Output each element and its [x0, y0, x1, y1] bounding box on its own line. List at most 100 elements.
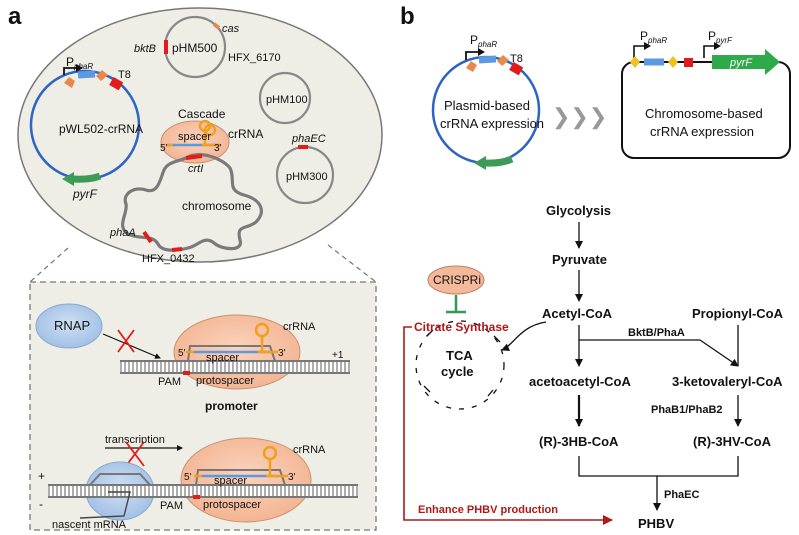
plasmid-promoter-p: P	[66, 55, 74, 69]
bktb-phaa: BktB/PhaA	[628, 327, 685, 339]
bottom-protospacer: protospacer	[203, 499, 261, 511]
panel-a-label: a	[8, 3, 22, 30]
b-t8: T8	[510, 53, 523, 65]
rnap-label: RNAP	[54, 318, 90, 333]
tca-label-2: cycle	[441, 364, 474, 379]
pyrf-label: pyrF	[72, 187, 98, 201]
tca-label-1: TCA	[446, 348, 473, 363]
plasmid-phm500: pHM500 bktB cas HFX_6170	[134, 15, 281, 79]
enhance-label: Enhance PHBV production	[418, 504, 558, 516]
cascade-small: Cascade spacer 5' 3' crRNA	[160, 107, 263, 164]
chr-p2-sub: pyrF	[715, 36, 733, 45]
cascade-title: Cascade	[178, 107, 226, 121]
gene-phaec: phaEC	[291, 133, 326, 145]
rbs-diamond-2	[96, 70, 108, 81]
chr-p2: P	[708, 29, 716, 43]
nascent-mrna-strand	[79, 491, 131, 519]
b-plasmid-p: P	[470, 33, 478, 47]
plasmid-phm100: pHM100	[258, 71, 312, 125]
rbs-diamond	[64, 77, 75, 88]
top-crrna: crRNA	[283, 321, 316, 333]
strand-plus: +	[38, 469, 45, 483]
pyruvate: Pyruvate	[552, 252, 607, 267]
t8-label: T8	[118, 69, 131, 81]
gene-phaa: phaA	[109, 227, 136, 239]
zoom-line-right	[327, 244, 377, 283]
plasmid-based-expression: P phaR T8 Plasmid-based crRNA expression	[431, 33, 544, 170]
hb-coa: (R)-3HB-CoA	[539, 434, 619, 449]
tca-cycle-ring	[415, 320, 505, 410]
cascade-crrna: crRNA	[228, 127, 263, 141]
enhance-arrow	[403, 326, 613, 525]
cascade-spacer: spacer	[178, 131, 211, 143]
cascade-large-bottom	[180, 437, 312, 523]
b-plasmid-p-sub: phaR	[477, 40, 497, 49]
metabolic-pathway: Glycolysis Pyruvate Acetyl-CoA Propionyl…	[403, 203, 784, 531]
propionyl-coa: Propionyl-CoA	[692, 306, 784, 321]
cascade-3: 3'	[214, 143, 222, 154]
nascent-mrna-label: nascent mRNA	[52, 519, 127, 531]
chr-p1-sub: phaR	[647, 36, 667, 45]
panel-b-label: b	[400, 3, 415, 30]
terminator-t8	[109, 77, 124, 91]
bottom-5: 5'	[184, 472, 192, 483]
bottom-crrna: crRNA	[293, 444, 326, 456]
citrate-synthase: Citrate Synthase	[414, 320, 509, 334]
gene-bktb: bktB	[134, 43, 156, 55]
plasmid-line2: crRNA expression	[440, 116, 544, 131]
pyrf-gene	[71, 172, 102, 183]
cascade-5: 5'	[160, 143, 168, 154]
gene-crti: crtI	[188, 163, 203, 175]
acetoacetyl-coa: acetoacetyl-CoA	[529, 374, 631, 389]
transition-arrows: ❯❯❯	[552, 104, 607, 130]
block-cross	[117, 329, 135, 353]
crispri-ellipse	[427, 265, 485, 295]
chr-pyrf: pyrF	[729, 57, 753, 69]
phaec: PhaEC	[664, 489, 700, 501]
pwl502-label: pWL502-crRNA	[59, 122, 143, 136]
zoom-line-left	[29, 247, 69, 283]
phm300-label: pHM300	[286, 171, 328, 183]
plasmid-promoter-sub: phaR	[73, 62, 93, 71]
promoter-label: promoter	[205, 399, 258, 413]
dna-top	[120, 361, 350, 373]
phm100-label: pHM100	[266, 94, 308, 106]
gene-hfx0432: HFX_0432	[142, 253, 195, 265]
top-5: 5'	[178, 348, 186, 359]
acetyl-coa: Acetyl-CoA	[542, 306, 613, 321]
chr-p1: P	[640, 29, 648, 43]
gene-cas: cas	[222, 23, 240, 35]
phm500-label: pHM500	[172, 41, 218, 55]
top-plus1: +1	[332, 350, 344, 361]
crrna-gene-block	[77, 70, 96, 79]
plasmid-phm300: pHM300 phaEC	[275, 133, 335, 205]
phbv: PHBV	[638, 516, 674, 531]
bottom-3: 3'	[288, 472, 296, 483]
top-3: 3'	[278, 348, 286, 359]
plasmid-line1: Plasmid-based	[444, 98, 530, 113]
hv-coa: (R)-3HV-CoA	[693, 434, 772, 449]
bottom-spacer: spacer	[214, 475, 247, 487]
phab: PhaB1/PhaB2	[651, 404, 723, 416]
chromosome-label: chromosome	[182, 199, 252, 213]
ketovaleryl-coa: 3-ketovaleryl-CoA	[672, 374, 783, 389]
chr-line2: crRNA expression	[650, 124, 754, 139]
top-pam: PAM	[158, 376, 181, 388]
chromosome: chromosome crtI phaA HFX_0432	[109, 153, 263, 265]
plasmid-pwl502: P phaR T8 pWL502-crRNA pyrF	[29, 55, 143, 201]
promoter-block: RNAP spacer 5' 3' crRNA +1 PAM protospac…	[35, 303, 350, 413]
crispri-label: CRISPRi	[433, 273, 481, 287]
glycolysis: Glycolysis	[546, 203, 611, 218]
gene-hfx6170: HFX_6170	[228, 52, 281, 64]
block-cross-2	[125, 441, 145, 467]
chromosome-based-expression: P phaR P pyrF pyrF Chromosome-based crRN…	[621, 29, 791, 159]
transcription-label: transcription	[105, 434, 165, 446]
top-spacer: spacer	[206, 352, 239, 364]
strand-minus: -	[39, 497, 43, 511]
dna-bottom	[48, 485, 358, 497]
chr-line1: Chromosome-based	[645, 106, 763, 121]
bottom-pam: PAM	[160, 500, 183, 512]
rnap-ellipse	[35, 303, 103, 349]
transcription-block: transcription spacer 5' 3' crRNA PAM pro…	[38, 434, 358, 531]
